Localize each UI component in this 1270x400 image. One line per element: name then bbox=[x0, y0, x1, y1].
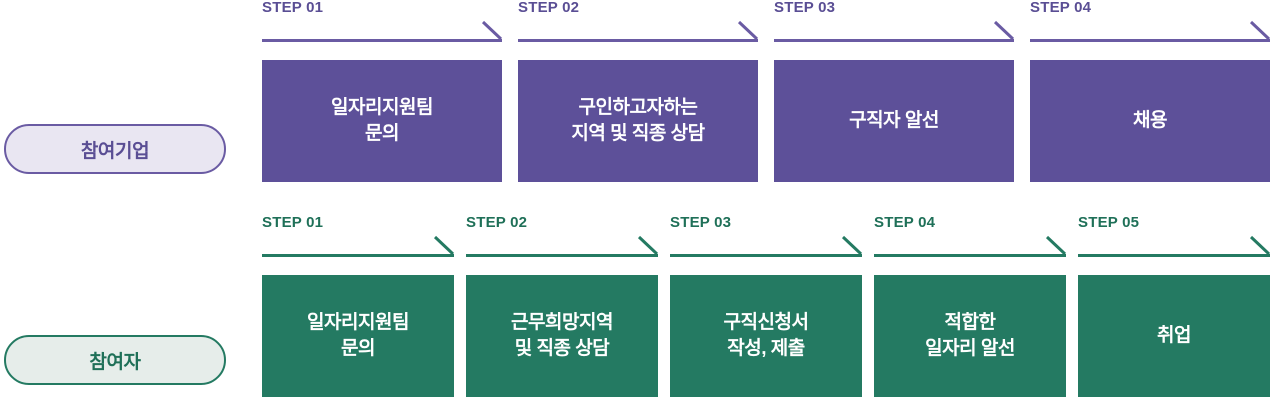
arrow-head-icon bbox=[1045, 235, 1067, 256]
arrow-company-1 bbox=[262, 20, 503, 42]
step-jobseeker-5: STEP 05 취업 bbox=[1078, 215, 1270, 400]
step-jobseeker-2-number: STEP 02 bbox=[466, 214, 528, 231]
arrow-head-icon bbox=[737, 20, 759, 41]
step-company-1-number: STEP 01 bbox=[262, 0, 324, 16]
step-jobseeker-4-box: 적합한 일자리 알선 bbox=[874, 275, 1066, 397]
step-jobseeker-1: STEP 01 일자리지원팀 문의 bbox=[262, 214, 455, 400]
role-badge-jobseeker: 참여자 bbox=[4, 335, 226, 385]
step-jobseeker-2: STEP 02 근무희망지역 및 직종 상담 bbox=[466, 214, 659, 400]
step-company-2: STEP 02 구인하고자하는 지역 및 직종 상담 bbox=[518, 0, 759, 200]
step-jobseeker-1-number: STEP 01 bbox=[262, 214, 324, 231]
arrow-line-icon bbox=[774, 39, 1014, 42]
step-jobseeker-5-number: STEP 05 bbox=[1078, 214, 1140, 231]
step-jobseeker-2-box: 근무희망지역 및 직종 상담 bbox=[466, 275, 658, 397]
arrow-jobseeker-1 bbox=[262, 235, 455, 257]
row-label-column-jobseeker: 참여자 bbox=[0, 215, 262, 400]
process-row-jobseeker: 참여자 STEP 01 일자리지원팀 문의 STEP 02 bbox=[0, 215, 1270, 400]
step-jobseeker-3-box: 구직신청서 작성, 제출 bbox=[670, 275, 862, 397]
arrow-line-icon bbox=[518, 39, 758, 42]
step-company-2-box: 구인하고자하는 지역 및 직종 상담 bbox=[518, 60, 758, 182]
step-jobseeker-3-number: STEP 03 bbox=[670, 214, 732, 231]
role-badge-company: 참여기업 bbox=[4, 124, 226, 174]
step-company-4-box: 채용 bbox=[1030, 60, 1270, 182]
arrow-jobseeker-4 bbox=[874, 235, 1067, 257]
arrow-line-icon bbox=[1078, 254, 1270, 257]
arrow-head-icon bbox=[993, 20, 1015, 41]
step-company-1-box: 일자리지원팀 문의 bbox=[262, 60, 502, 182]
arrow-head-icon bbox=[433, 235, 455, 256]
arrow-line-icon bbox=[466, 254, 658, 257]
steps-container-jobseeker: STEP 01 일자리지원팀 문의 STEP 02 근무희망지역 bbox=[262, 215, 1270, 400]
step-jobseeker-3: STEP 03 구직신청서 작성, 제출 bbox=[670, 214, 863, 400]
arrow-head-icon bbox=[481, 20, 503, 41]
arrow-company-3 bbox=[774, 20, 1015, 42]
step-company-3-box: 구직자 알선 bbox=[774, 60, 1014, 182]
arrow-jobseeker-5 bbox=[1078, 235, 1270, 257]
arrow-line-icon bbox=[670, 254, 862, 257]
arrow-company-4 bbox=[1030, 20, 1270, 42]
step-jobseeker-4-number: STEP 04 bbox=[874, 214, 936, 231]
process-row-company: 참여기업 STEP 01 일자리지원팀 문의 STEP 02 bbox=[0, 0, 1270, 200]
arrow-line-icon bbox=[262, 254, 454, 257]
row-label-column-company: 참여기업 bbox=[0, 0, 262, 200]
step-company-3-number: STEP 03 bbox=[774, 0, 836, 16]
arrow-jobseeker-3 bbox=[670, 235, 863, 257]
arrow-jobseeker-2 bbox=[466, 235, 659, 257]
step-company-4-number: STEP 04 bbox=[1030, 0, 1092, 16]
step-company-2-number: STEP 02 bbox=[518, 0, 580, 16]
arrow-line-icon bbox=[874, 254, 1066, 257]
step-jobseeker-5-box: 취업 bbox=[1078, 275, 1270, 397]
step-company-1: STEP 01 일자리지원팀 문의 bbox=[262, 0, 503, 200]
arrow-line-icon bbox=[1030, 39, 1270, 42]
steps-container-company: STEP 01 일자리지원팀 문의 STEP 02 구인하고자하는 bbox=[262, 0, 1270, 200]
arrow-company-2 bbox=[518, 20, 759, 42]
step-jobseeker-1-box: 일자리지원팀 문의 bbox=[262, 275, 454, 397]
role-badge-company-label: 참여기업 bbox=[80, 140, 150, 162]
arrow-line-icon bbox=[262, 39, 502, 42]
arrow-head-icon bbox=[841, 235, 863, 256]
arrow-head-icon bbox=[1249, 235, 1270, 256]
step-company-4: STEP 04 채용 bbox=[1030, 0, 1270, 200]
arrow-head-icon bbox=[637, 235, 659, 256]
step-company-3: STEP 03 구직자 알선 bbox=[774, 0, 1015, 200]
role-badge-jobseeker-label: 참여자 bbox=[89, 351, 141, 373]
arrow-head-icon bbox=[1249, 20, 1270, 41]
step-jobseeker-4: STEP 04 적합한 일자리 알선 bbox=[874, 214, 1067, 400]
